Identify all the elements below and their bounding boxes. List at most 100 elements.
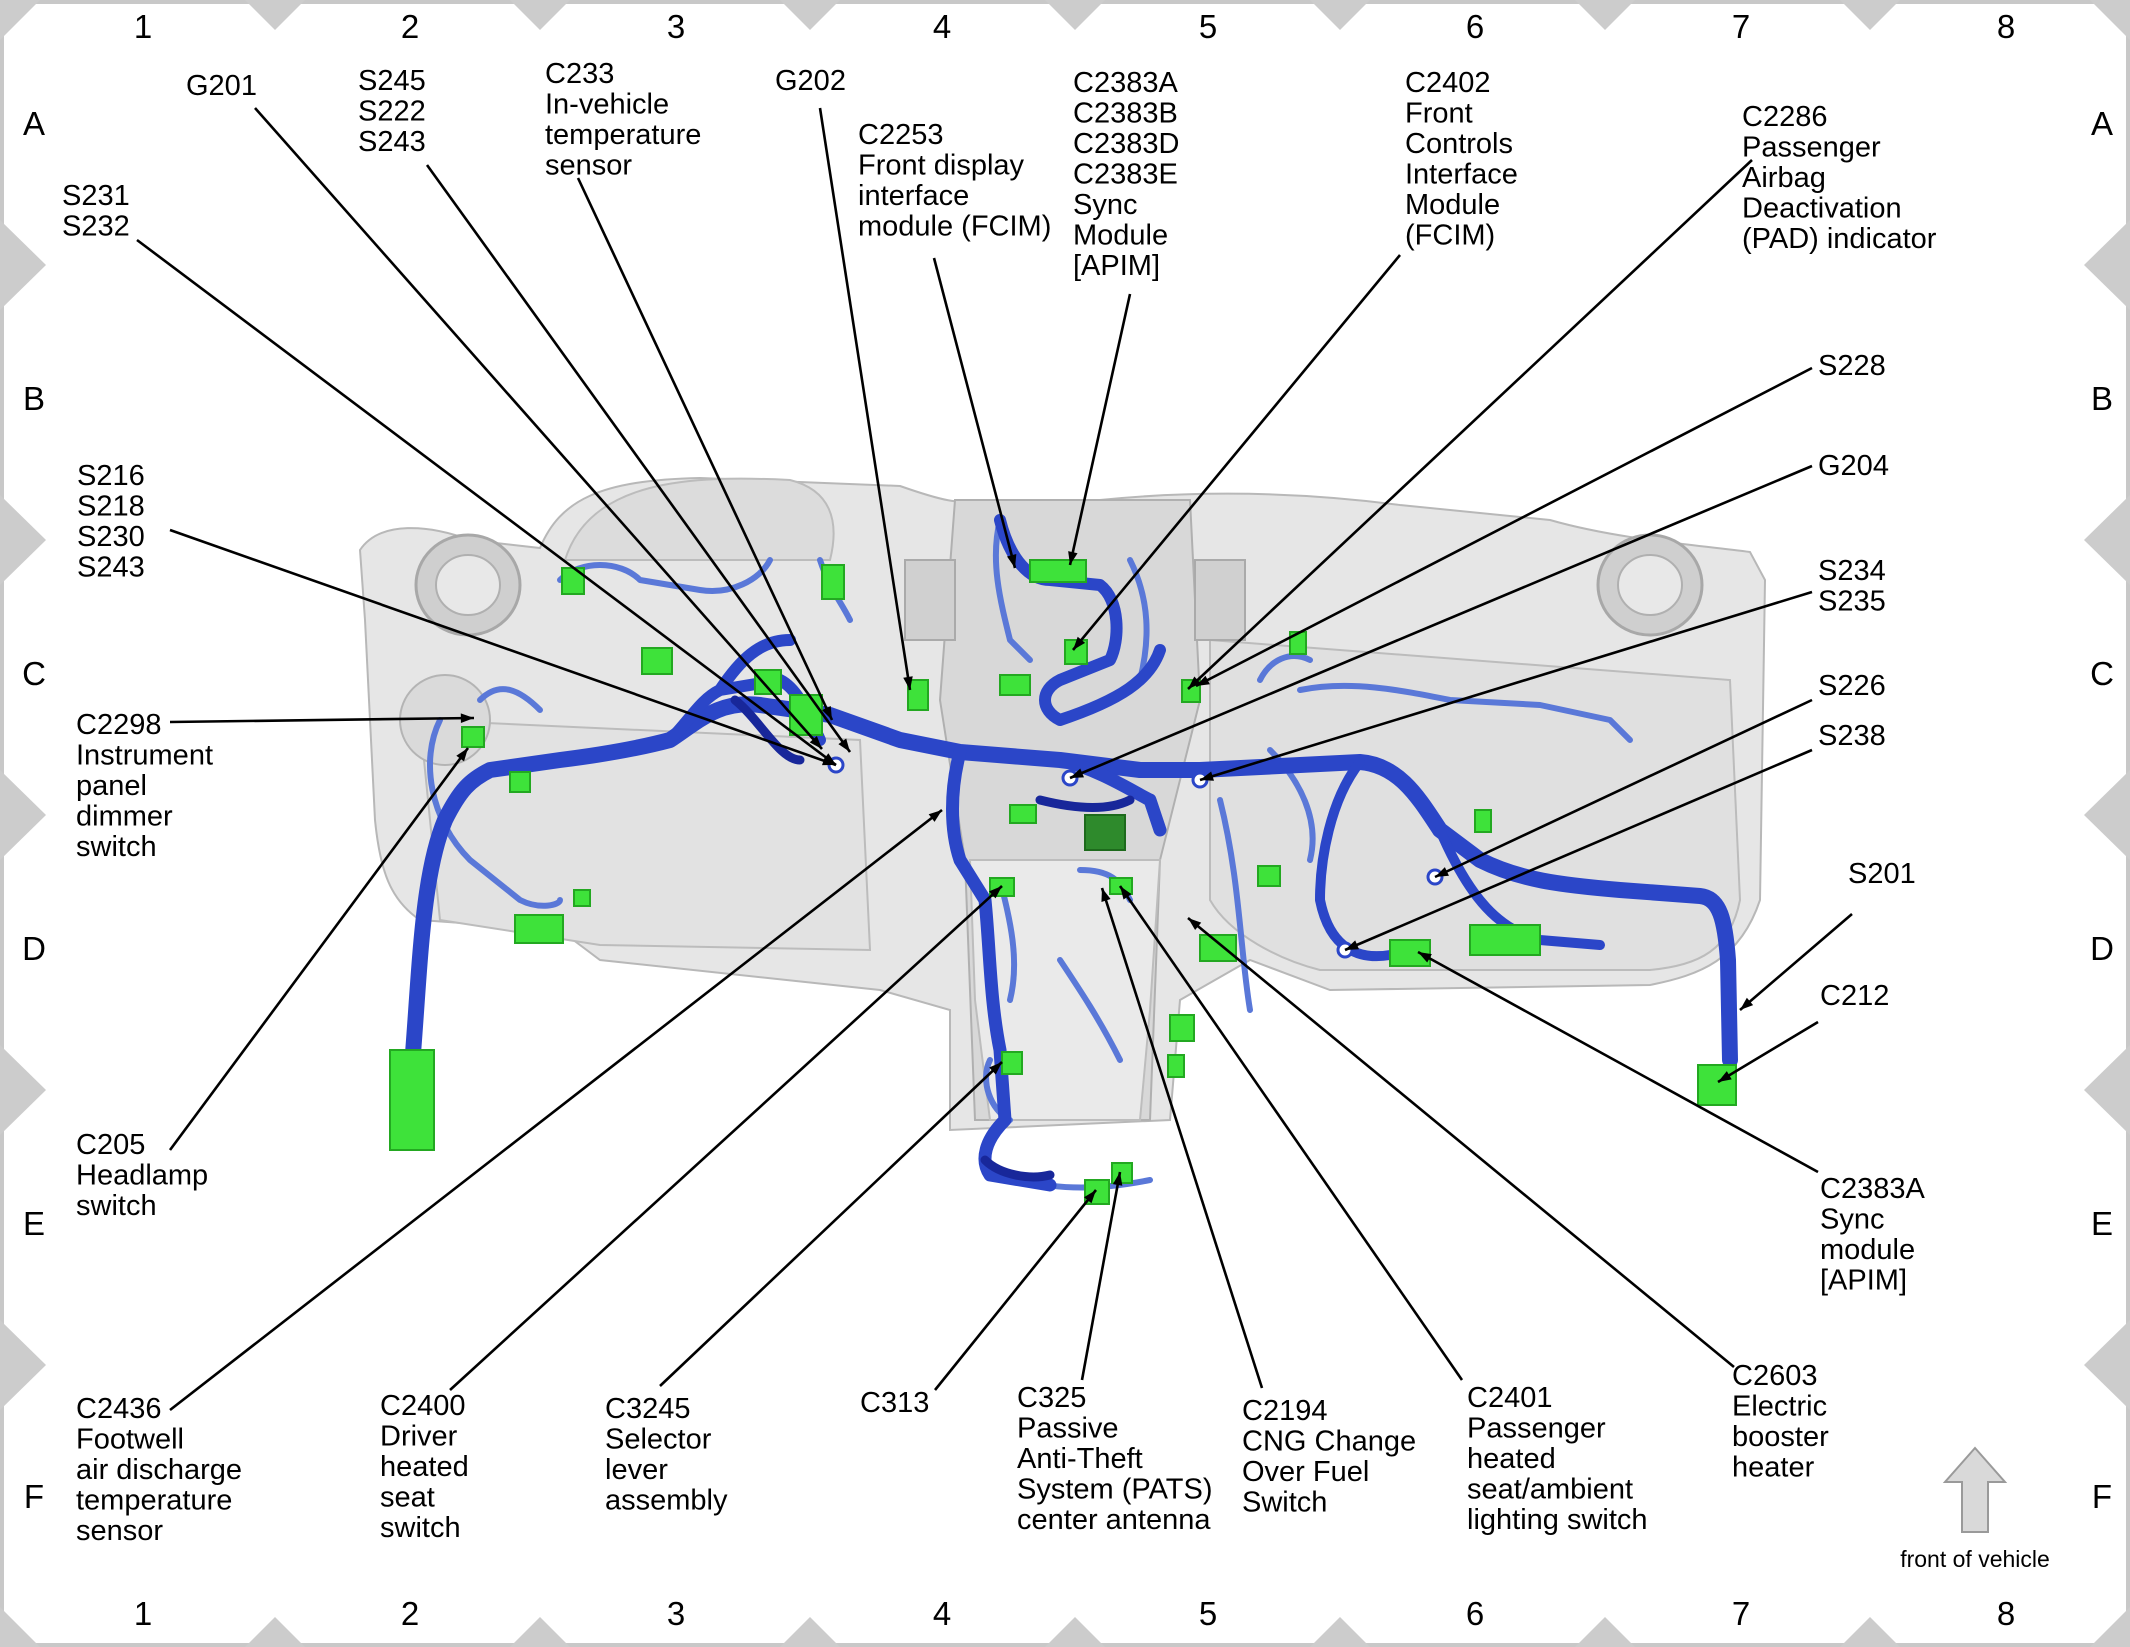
callout-s216-line: S218 xyxy=(77,491,145,523)
harness-center-down xyxy=(946,745,1167,1192)
callout-c2402-line: Interface xyxy=(1405,159,1518,191)
connector-right-far xyxy=(1474,809,1492,833)
callout-c325-line: C325 xyxy=(1017,1382,1086,1414)
leader-line-c2298 xyxy=(169,716,475,724)
frame-notch-top-2 xyxy=(780,0,840,30)
callout-s234-line: S235 xyxy=(1818,586,1886,618)
callout-c2603-line: C2603 xyxy=(1732,1360,1817,1392)
frame-notch-bottom-6 xyxy=(1840,1617,1900,1647)
grid-column-label-bottom: 2 xyxy=(401,1595,419,1632)
leader-line-s234 xyxy=(1199,590,1813,782)
callout-c2194-line: CNG Change xyxy=(1242,1426,1416,1458)
callout-c233-line: C233 xyxy=(545,58,614,90)
callout-c2253-line: interface xyxy=(858,180,969,212)
callout-c2383a-line: C2383A xyxy=(1820,1173,1925,1205)
grid-row-label-left: A xyxy=(23,105,45,142)
callout-c2400-line: seat xyxy=(380,1482,435,1514)
leader-line-s201 xyxy=(1739,913,1853,1011)
dashboard-passenger-side xyxy=(1209,638,1742,971)
connector-left-low xyxy=(573,889,591,907)
connector-g202 xyxy=(907,679,929,711)
callout-c2400-line: switch xyxy=(380,1512,461,1544)
leader-arrowhead-c3245 xyxy=(989,1062,1002,1075)
callout-c313: C313 xyxy=(860,1387,929,1419)
grid-column-label-top: 3 xyxy=(667,8,685,45)
connectors xyxy=(389,559,1737,1205)
callout-c2402-line: (FCIM) xyxy=(1405,220,1495,252)
grid-row-label-left: B xyxy=(23,380,45,417)
frame-notch-left-3 xyxy=(0,1045,46,1135)
leader-line-c2400 xyxy=(449,885,1003,1391)
leader-arrowhead-s231 xyxy=(822,753,836,765)
connector-center-3 xyxy=(1009,804,1037,824)
leader-arrowhead-c2401 xyxy=(1120,886,1132,900)
connector-c325 xyxy=(1111,1162,1133,1184)
frame-notch-right-4 xyxy=(2084,1320,2130,1410)
callout-c3245-line: Selector xyxy=(605,1424,712,1456)
leader-lines xyxy=(136,107,1853,1412)
callout-s245-line: S245 xyxy=(358,65,426,97)
leader-line-c325 xyxy=(1080,1171,1122,1381)
leader-arrowhead-c2383a xyxy=(1418,952,1432,963)
connector-cluster-3 xyxy=(821,564,845,600)
callout-s231-line: S232 xyxy=(62,211,130,243)
callout-c2298-line: dimmer xyxy=(76,801,173,833)
callout-c2383a-line: [APIM] xyxy=(1820,1265,1907,1297)
callout-g202-line: G202 xyxy=(775,65,846,97)
frame-notch-bottom-2 xyxy=(780,1617,840,1647)
grid-row-label-right: B xyxy=(2091,380,2113,417)
leader-line-c2194 xyxy=(1100,887,1264,1389)
callout-c2436-line: temperature xyxy=(76,1485,232,1517)
callout-c2383-line: C2383B xyxy=(1073,98,1178,130)
center-vent-left xyxy=(904,559,956,641)
leader-line-s216 xyxy=(169,528,837,767)
leader-line-c2402 xyxy=(1071,254,1402,651)
callout-c2402-line: Controls xyxy=(1405,128,1513,160)
callout-c2194-line: Over Fuel xyxy=(1242,1456,1369,1488)
callout-c2436-line: Footwell xyxy=(76,1424,184,1456)
leader-arrowhead-s245 xyxy=(838,738,850,752)
leader-arrowhead-s201 xyxy=(1740,997,1754,1010)
connector-fcim xyxy=(1064,639,1088,665)
dashboard-driver-side xyxy=(418,718,872,952)
callout-c2436-line: C2436 xyxy=(76,1393,161,1425)
grid-column-label-bottom: 3 xyxy=(667,1595,685,1632)
callout-s201: S201 xyxy=(1848,858,1916,890)
frame-notch-right-1 xyxy=(2084,495,2130,585)
connector-cluster-2 xyxy=(754,669,782,695)
callout-g201: G201 xyxy=(186,70,257,102)
leader-arrowhead-c233 xyxy=(822,706,832,720)
grid-row-label-right: F xyxy=(2092,1478,2112,1515)
leader-arrowhead-s226 xyxy=(1435,867,1449,877)
front-of-vehicle-label: front of vehicle xyxy=(1900,1546,2050,1572)
connector-c313 xyxy=(1084,1179,1110,1205)
connector-right-lower xyxy=(1167,1054,1185,1078)
callout-g204-line: G204 xyxy=(1818,450,1889,482)
leader-line-s231 xyxy=(136,238,837,767)
leader-line-c3245 xyxy=(659,1061,1003,1387)
callout-c2298-line: Instrument xyxy=(76,740,213,772)
front-of-vehicle-indicator: front of vehicle xyxy=(1900,1446,2050,1572)
callout-c2286-line: (PAD) indicator xyxy=(1742,223,1937,255)
harness-upper-branches xyxy=(664,514,1166,746)
leader-line-s228 xyxy=(1195,366,1813,688)
callout-c325-line: Anti-Theft xyxy=(1017,1443,1143,1475)
leader-arrowhead-c2286 xyxy=(1188,676,1201,689)
connector-c2603 xyxy=(1199,934,1237,962)
callout-c2383-line: C2383D xyxy=(1073,128,1179,160)
callout-s238: S238 xyxy=(1818,720,1886,752)
callout-c233-line: sensor xyxy=(545,150,632,182)
callout-s245-line: S243 xyxy=(358,126,426,158)
leader-arrowhead-c2253 xyxy=(1007,554,1017,568)
leader-line-c2436 xyxy=(169,808,943,1412)
grid-row-label-left: F xyxy=(24,1478,44,1515)
frame-notch-left-4 xyxy=(0,1320,46,1410)
leader-line-g204 xyxy=(1069,464,1813,780)
callout-c2383-line: Sync xyxy=(1073,189,1137,221)
frame-notch-left-2 xyxy=(0,770,46,860)
